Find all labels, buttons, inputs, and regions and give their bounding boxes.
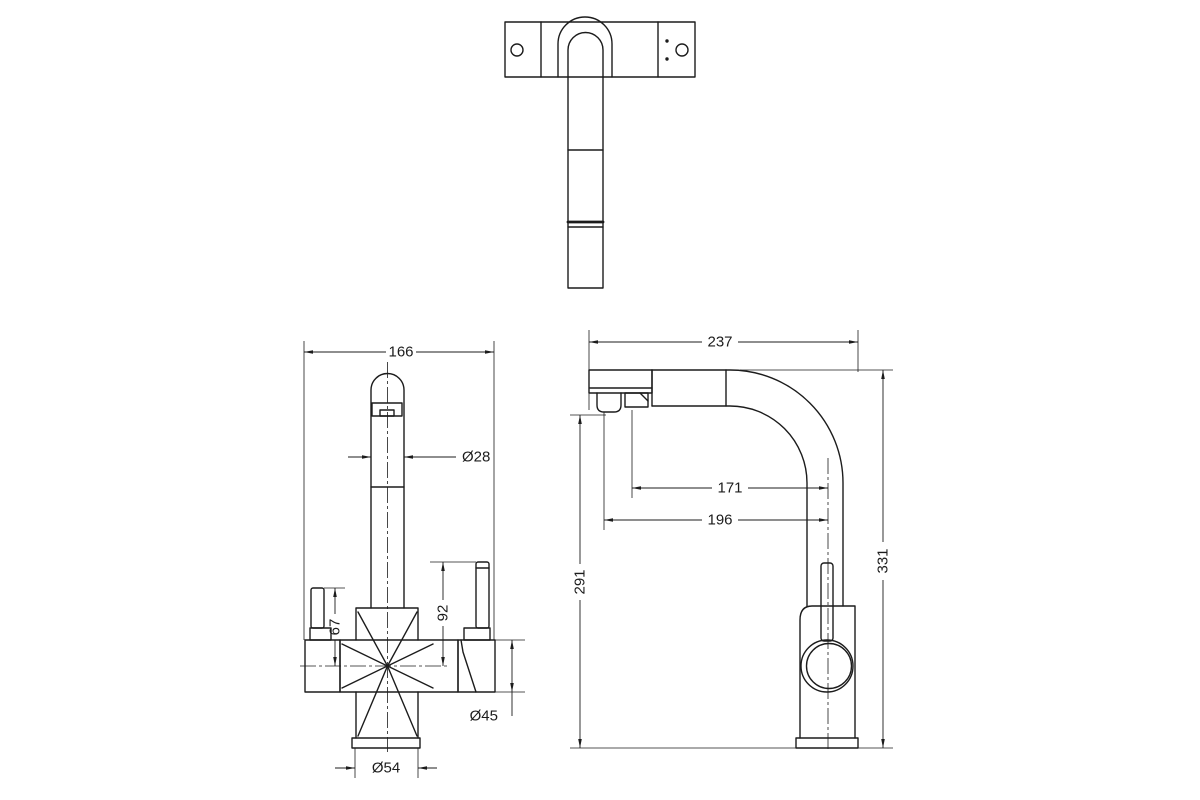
side-body-outline — [799, 605, 856, 739]
front-base-plate — [351, 737, 421, 749]
front-intersection-line — [357, 665, 389, 737]
side-view: 237 331 291 171 196 — [570, 330, 893, 752]
dim-196-label: 196 — [707, 512, 732, 529]
dim-d28-label: Ø28 — [462, 449, 490, 466]
right-mounting-hole — [675, 43, 689, 57]
dim-166-label: 166 — [388, 344, 413, 361]
top-view — [504, 16, 696, 289]
side-stream-outlet-edge — [639, 392, 649, 402]
side-stream-outlet — [624, 392, 649, 408]
dim-92-label: 92 — [435, 605, 452, 622]
spout-collar-outline — [557, 16, 613, 78]
indicator-dot-lower — [665, 57, 669, 61]
left-mounting-hole — [510, 43, 524, 57]
front-view: 166 Ø28 92 67 Ø45 Ø54 — [300, 341, 525, 778]
spout-plan-outline — [567, 31, 604, 289]
indicator-dot-upper — [665, 39, 669, 43]
side-lever — [820, 562, 834, 642]
front-body-lower-sides — [355, 691, 419, 739]
dim-291-label: 291 — [572, 569, 589, 594]
side-cartridge-outer — [800, 639, 854, 693]
side-spout-outer-edge — [651, 369, 844, 607]
side-spray-face — [596, 392, 622, 413]
dim-d54-label: Ø54 — [372, 760, 400, 777]
front-intersection-line — [386, 611, 418, 667]
front-aerator-insert — [379, 409, 395, 417]
front-right-lever-base — [463, 627, 491, 641]
front-right-cap-chamfer — [460, 639, 477, 693]
dim-331-label: 331 — [875, 548, 892, 573]
side-base-plate — [795, 737, 859, 749]
front-body-neck — [355, 607, 419, 641]
side-cartridge-inner — [805, 642, 853, 690]
side-spout-inner-edge — [651, 405, 808, 607]
front-intersection-line — [357, 611, 389, 667]
dim-171-label: 171 — [717, 480, 742, 497]
dim-d45-label: Ø45 — [470, 708, 498, 725]
front-spout-outline — [370, 372, 405, 609]
front-intersection-line — [386, 665, 418, 737]
dim-237-label: 237 — [707, 334, 732, 351]
dim-67-label: 67 — [327, 619, 344, 636]
front-left-lever-base — [309, 627, 332, 641]
